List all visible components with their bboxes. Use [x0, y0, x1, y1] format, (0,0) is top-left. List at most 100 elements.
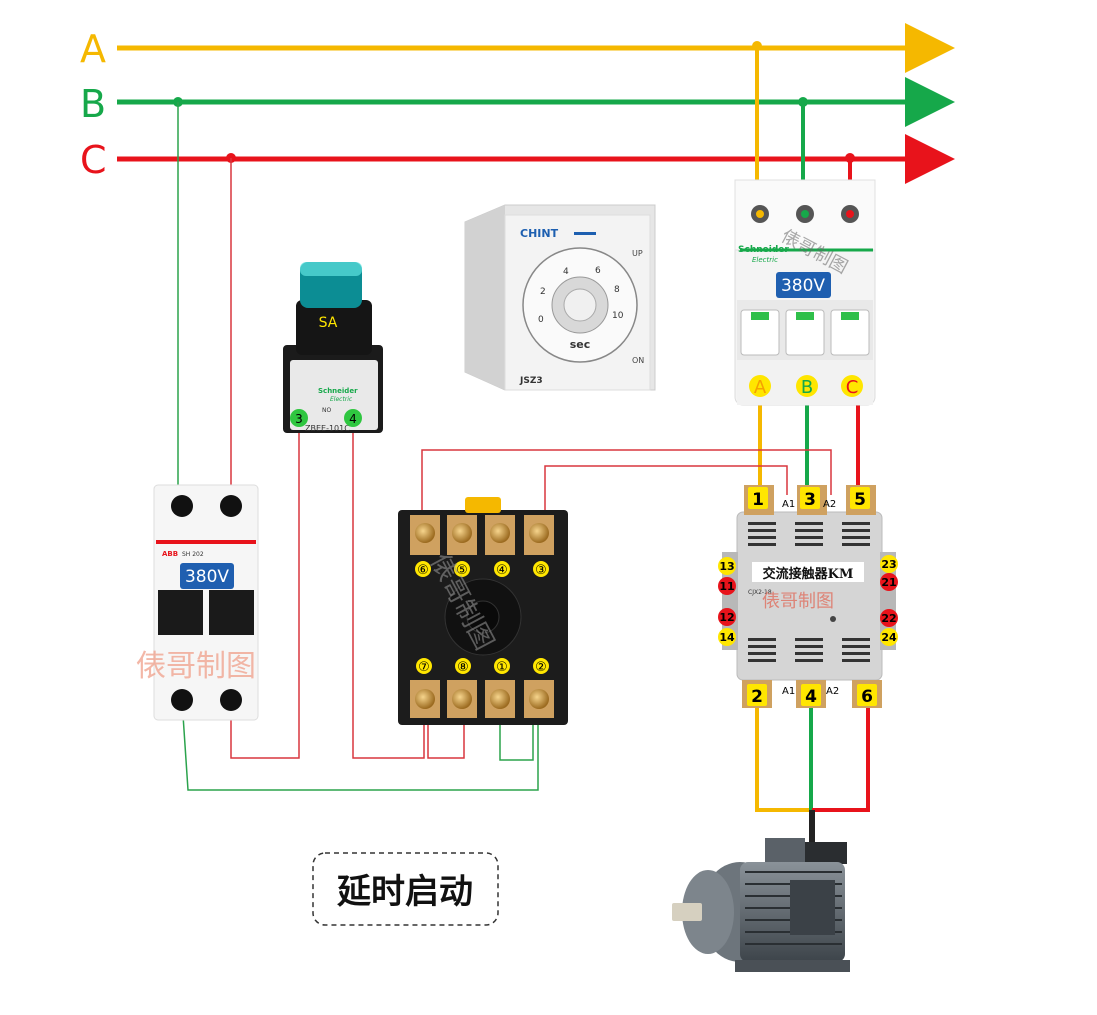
- km-aux-13: 13: [719, 560, 734, 573]
- timer-on-label: ON: [632, 356, 644, 365]
- socket-label-1: ①: [496, 660, 508, 675]
- timer-unit: sec: [570, 338, 591, 351]
- phase-a-label: A: [80, 27, 106, 71]
- timer-scale-0: 0: [538, 315, 544, 325]
- wire-sa4-to-socket7: [352, 425, 425, 759]
- switch-model: ZBEE-101C: [305, 424, 350, 433]
- timer-scale-10: 10: [612, 311, 624, 321]
- control-wires: [177, 102, 832, 791]
- km-coil-a2-bottom: A2: [826, 686, 839, 697]
- breaker-2p-screw-bottom-left: [171, 689, 193, 711]
- breaker-2p-watermark: 俵哥制图: [136, 649, 256, 684]
- km-aux-14: 14: [719, 631, 735, 644]
- breaker-2p-screw-right: [220, 495, 242, 517]
- km-term-3: 3: [804, 490, 816, 510]
- socket-screw-5[interactable]: [452, 523, 472, 543]
- socket-bottom-terminals: ⑦ ⑧ ① ②: [410, 658, 554, 718]
- time-relay: CHINT UP ON 0 2 4 6 8 10 sec JSZ3: [464, 204, 656, 391]
- breaker-3p-voltage: 380V: [781, 276, 825, 296]
- phase-c-label: C: [80, 138, 107, 182]
- wire-socket7-8: [427, 695, 465, 759]
- breaker-2p-voltage: 380V: [185, 567, 229, 587]
- km-coil-a2-top: A2: [823, 499, 836, 510]
- km-aux-22: 22: [881, 612, 896, 625]
- switch-contact: NO: [322, 407, 331, 414]
- km-term-5: 5: [854, 490, 866, 510]
- socket-screw-2[interactable]: [529, 689, 549, 709]
- timer-scale-2: 2: [540, 287, 546, 297]
- socket-screw-4[interactable]: [490, 523, 510, 543]
- breaker-3p-brand: Schneider: [738, 245, 789, 255]
- caption-text: 延时启动: [337, 872, 473, 912]
- km-aux-left: 13 11 12 14: [718, 557, 736, 646]
- km-term-6: 6: [861, 687, 873, 707]
- switch-label: SA: [319, 315, 338, 331]
- breaker-3p-toggle-a[interactable]: [740, 309, 780, 356]
- socket-label-2: ②: [535, 660, 547, 675]
- breaker-3p-toggle-c[interactable]: [830, 309, 870, 356]
- km-bottom-vents: [748, 638, 870, 662]
- breaker-3p-brand-sub: Electric: [752, 256, 778, 264]
- socket-screw-7[interactable]: [415, 689, 435, 709]
- km-aux-11: 11: [719, 580, 734, 593]
- km-aux-right: 23 21 22 24: [880, 555, 898, 646]
- switch-term-4: 4: [349, 412, 357, 426]
- wire-2p-to-socket2: [181, 695, 539, 791]
- wire-socket3-to-a1: [544, 465, 788, 530]
- socket-screw-1[interactable]: [490, 689, 510, 709]
- breaker-3p-toggle-b[interactable]: [785, 309, 825, 356]
- km-term-1: 1: [752, 490, 764, 510]
- km-model: CJX2-18: [748, 589, 772, 596]
- breaker-2p-voltage-badge: [180, 563, 234, 589]
- socket-screw-8[interactable]: [452, 689, 472, 709]
- wire-motor-w: [812, 705, 870, 812]
- km-aux-24: 24: [881, 631, 897, 644]
- breaker-3p: Schneider Electric 380V A B C: [734, 179, 876, 406]
- socket-label-8: ⑧: [457, 660, 469, 675]
- timer-up-label: UP: [632, 249, 643, 258]
- breaker-2p: ABB SH 202 380V 俵哥制图: [136, 484, 259, 721]
- km-aux-21: 21: [881, 576, 896, 589]
- phase-buses: A B C: [80, 23, 955, 184]
- breaker-3p-out-b: B: [801, 377, 813, 398]
- km-top-vents: [748, 522, 870, 546]
- switch-brand: Schneider: [318, 387, 358, 395]
- breaker-2p-model: SH 202: [182, 551, 204, 558]
- socket-label-3: ③: [535, 563, 547, 578]
- wire-socket1-2: [499, 695, 534, 761]
- breaker-2p-brand: ABB: [162, 550, 178, 558]
- power-wires: [755, 46, 870, 860]
- breaker-3p-out-b-badge: [796, 375, 818, 397]
- km-aux-12: 12: [719, 611, 734, 624]
- timer-scale-4: 4: [563, 267, 569, 277]
- socket-label-7: ⑦: [418, 660, 430, 675]
- breaker-2p-screw-bottom-right: [220, 689, 242, 711]
- km-coil-a1-bottom: A1: [782, 686, 795, 697]
- socket-screw-3[interactable]: [529, 523, 549, 543]
- relay-socket: ⑥ ⑤ ④ ③ ⑦ ⑧ ① ② 俵哥制图: [398, 497, 568, 725]
- breaker-2p-screw-left: [171, 495, 193, 517]
- contactor-km: 交流接触器KM CJX2-18 俵哥制图 1 3 5 A1 A2 2 4 6 A…: [718, 485, 898, 708]
- phase-b-label: B: [80, 82, 106, 126]
- breaker-3p-out-a: A: [754, 377, 767, 398]
- switch-brand-sub: Electric: [330, 396, 353, 403]
- km-bottom-terminals: 2 4 6 A1 A2: [742, 680, 882, 708]
- km-term-2: 2: [751, 687, 763, 707]
- timer-scale-8: 8: [614, 285, 620, 295]
- switch-term-4-badge: [344, 409, 362, 427]
- breaker-3p-out-a-badge: [749, 375, 771, 397]
- km-watermark: 俵哥制图: [762, 591, 834, 612]
- km-name: 交流接触器KM: [763, 566, 854, 582]
- socket-screw-6[interactable]: [415, 523, 435, 543]
- km-aux-23: 23: [881, 558, 896, 571]
- selector-switch-sa: SA Schneider Electric NO ZBEE-101C 3 4: [283, 262, 383, 433]
- wire-motor-u: [755, 705, 812, 812]
- socket-label-5: ⑤: [456, 563, 468, 578]
- timer-model: JSZ3: [519, 376, 543, 386]
- breaker-3p-voltage-badge: [776, 272, 831, 298]
- motor-icon: [672, 838, 850, 972]
- km-coil-a1-top: A1: [782, 499, 795, 510]
- breaker-3p-out-c: C: [846, 377, 859, 398]
- switch-term-3: 3: [295, 412, 303, 426]
